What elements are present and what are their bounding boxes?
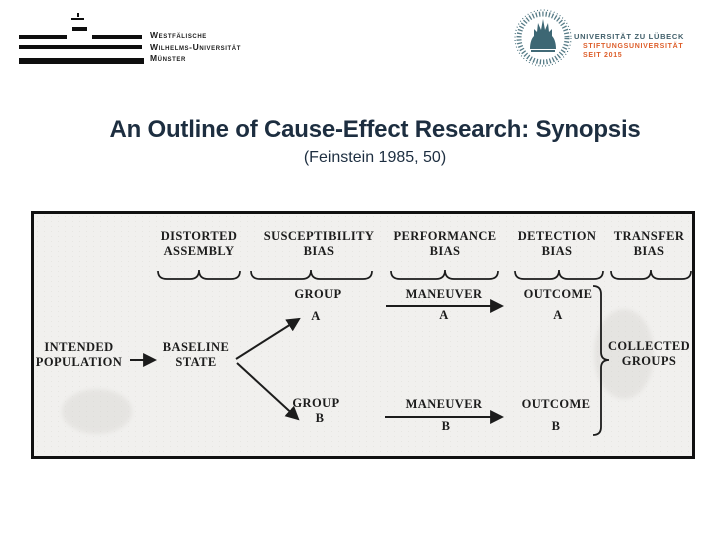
label-group-b-letter: B xyxy=(315,411,325,425)
title-block: An Outline of Cause-Effect Research: Syn… xyxy=(30,116,720,167)
arrow-baseline-to-group-a xyxy=(235,317,301,360)
brace-performance-bias xyxy=(390,269,499,280)
wwu-logo-line: Münster xyxy=(150,53,186,63)
arrow-baseline-to-group-b xyxy=(236,362,300,421)
bias-braces xyxy=(157,269,692,280)
label-maneuver-a: MANEUVER xyxy=(405,287,483,301)
label-distorted-assembly: DISTORTED ASSEMBLY xyxy=(160,229,238,258)
label-group-a: GROUP xyxy=(294,287,342,301)
label-transfer-bias: TRANSFER BIAS xyxy=(613,229,685,258)
label-intended-population: INTENDED POPULATION xyxy=(35,340,123,369)
label-outcome-a: OUTCOME xyxy=(523,287,593,301)
brace-transfer-bias xyxy=(610,269,692,280)
label-performance-bias: PERFORMANCE BIAS xyxy=(393,229,497,258)
label-outcome-a-letter: A xyxy=(553,308,563,322)
label-susceptibility-bias: SUSCEPTIBILITY BIAS xyxy=(263,229,375,258)
wwu-logo-tick-underline xyxy=(71,18,84,20)
label-detection-bias: DETECTION BIAS xyxy=(517,229,597,258)
scan-artifact xyxy=(62,389,132,434)
wwu-logo-line: Westfälische xyxy=(150,30,207,40)
brace-distorted-assembly xyxy=(157,269,241,280)
wwu-muenster-logo: Westfälische Wilhelms-Universität Münste… xyxy=(0,0,290,80)
label-baseline-state: BASELINE STATE xyxy=(162,340,230,369)
flow-arrows xyxy=(130,299,505,424)
wwu-logo-bar xyxy=(19,58,144,64)
uni-luebeck-subline: STIFTUNGSUNIVERSITÄT xyxy=(583,43,684,50)
cause-effect-diagram: DISTORTED ASSEMBLY SUSCEPTIBILITY BIAS P… xyxy=(31,211,695,459)
wwu-logo-bar xyxy=(19,45,142,49)
label-maneuver-a-letter: A xyxy=(439,308,449,322)
label-group-b: GROUP xyxy=(292,396,340,410)
uni-luebeck-name: UNIVERSITÄT ZU LÜBECK xyxy=(574,32,685,41)
wwu-logo-bar xyxy=(19,35,67,39)
scan-artifact xyxy=(594,309,654,399)
wwu-logo-small-bar xyxy=(72,27,87,31)
label-collected-groups: COLLECTED GROUPS xyxy=(607,339,691,368)
uni-luebeck-wordmark: UNIVERSITÄT ZU LÜBECK STIFTUNGSUNIVERSIT… xyxy=(574,32,684,60)
page-title: An Outline of Cause-Effect Research: Syn… xyxy=(109,116,641,143)
label-outcome-b: OUTCOME xyxy=(521,397,591,411)
brace-detection-bias xyxy=(514,269,604,280)
label-group-a-letter: A xyxy=(311,309,321,323)
page-subtitle: (Feinstein 1985, 50) xyxy=(303,149,447,166)
uni-luebeck-since: SEIT 2015 xyxy=(583,52,623,59)
university-seal-icon xyxy=(514,9,572,67)
wwu-logo-line: Wilhelms-Universität xyxy=(150,41,241,52)
diagram-connectors xyxy=(130,269,692,436)
brace-susceptibility-bias xyxy=(250,269,373,280)
wwu-logo-bar xyxy=(92,35,142,39)
wwu-logo-tick xyxy=(77,13,79,17)
label-maneuver-b-letter: B xyxy=(441,419,451,433)
label-maneuver-b: MANEUVER xyxy=(405,397,483,411)
wwu-logo-wordmark: Westfälische Wilhelms-Universität Münste… xyxy=(150,30,241,65)
label-outcome-b-letter: B xyxy=(551,419,561,433)
collection-bracket xyxy=(592,285,610,436)
uni-luebeck-logo: UNIVERSITÄT ZU LÜBECK STIFTUNGSUNIVERSIT… xyxy=(510,0,720,80)
